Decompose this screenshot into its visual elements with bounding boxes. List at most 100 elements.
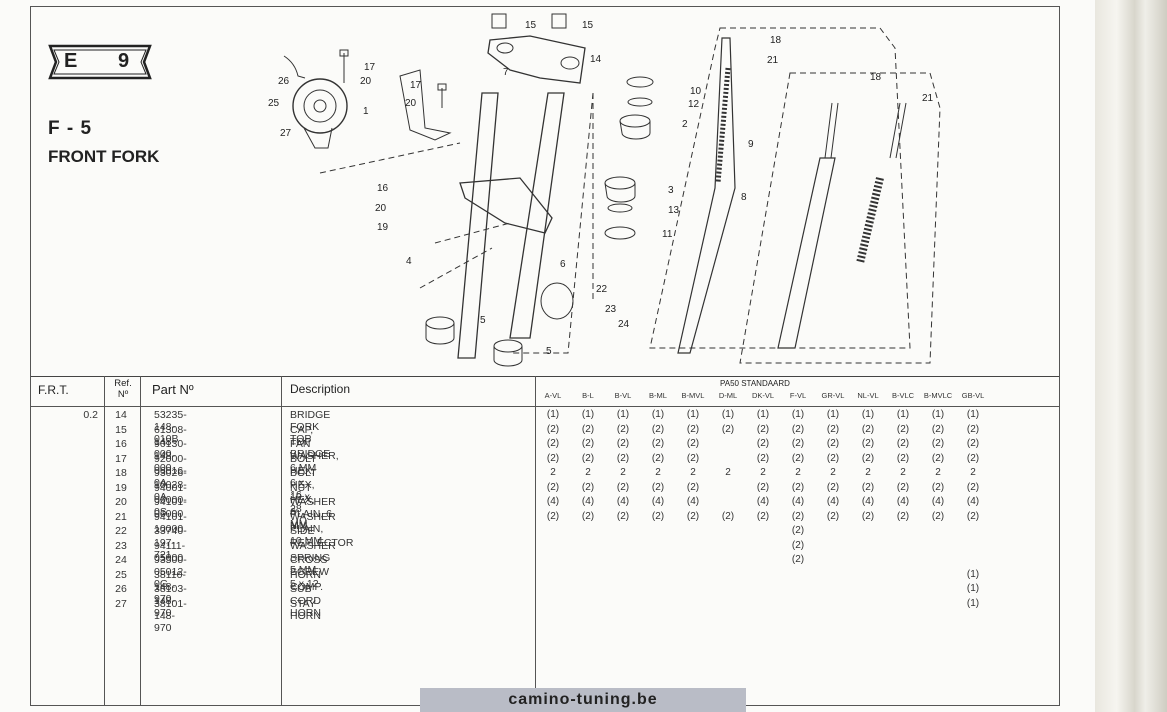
cell-qty: (2) bbox=[616, 423, 630, 435]
cell-qty: (2) bbox=[686, 510, 700, 522]
cell-qty: (1) bbox=[896, 409, 910, 420]
cell-qty: (2) bbox=[826, 481, 840, 493]
watermark: camino-tuning.be bbox=[420, 688, 746, 712]
cell-qty: (2) bbox=[756, 452, 770, 464]
cell-qty: (1) bbox=[966, 597, 980, 609]
cell-part: 38110-148-970 bbox=[154, 568, 186, 605]
cell-qty: (2) bbox=[966, 423, 980, 435]
cell-ref: 19 bbox=[115, 481, 127, 494]
cell-qty: (2) bbox=[826, 452, 840, 464]
cell-qty: (2) bbox=[791, 510, 805, 522]
svg-text:4: 4 bbox=[406, 256, 412, 267]
cell-qty: (2) bbox=[686, 438, 700, 449]
cell-ref: 24 bbox=[115, 554, 127, 566]
variant-header: NL-VL bbox=[857, 391, 879, 400]
cell-part: 38103-148-970 bbox=[154, 583, 187, 619]
cell-part: 93500-05012-0G bbox=[154, 554, 187, 590]
cell-ref: 26 bbox=[115, 583, 127, 595]
cell-qty: (2) bbox=[581, 423, 595, 435]
section-number: 9 bbox=[118, 50, 130, 72]
svg-text:22: 22 bbox=[596, 284, 608, 295]
cell-qty: 2 bbox=[585, 467, 591, 478]
cell-desc: SIDE REFLECTOR bbox=[290, 525, 354, 549]
svg-text:25: 25 bbox=[268, 98, 280, 109]
variant-header: B-VL bbox=[614, 391, 632, 400]
cell-qty: (4) bbox=[791, 496, 805, 507]
cell-ref: 22 bbox=[115, 525, 127, 537]
cell-qty: (2) bbox=[896, 481, 910, 493]
cell-part: 94101-10000 bbox=[154, 510, 187, 535]
header-part-no: Part Nº bbox=[152, 382, 194, 397]
variant-header: B-L bbox=[582, 391, 594, 400]
cell-qty: (2) bbox=[791, 539, 805, 551]
cell-part: 61308-148-000 bbox=[154, 423, 187, 460]
cell-desc: BOLT HEX, 10 x 28 bbox=[290, 467, 317, 515]
col-divider bbox=[104, 376, 105, 706]
cell-qty: (2) bbox=[896, 423, 910, 435]
cell-qty: (1) bbox=[651, 409, 665, 420]
cell-qty: 2 bbox=[970, 467, 976, 478]
cell-part: 53235-148-010B bbox=[154, 409, 187, 445]
svg-text:8: 8 bbox=[741, 192, 747, 203]
cell-qty: (1) bbox=[791, 409, 805, 420]
table-header-border bbox=[31, 406, 1059, 407]
cell-qty: (2) bbox=[896, 510, 910, 522]
variant-header: GB-VL bbox=[961, 391, 985, 400]
cell-ref: 20 bbox=[115, 496, 127, 508]
cell-qty: (2) bbox=[966, 481, 980, 493]
cell-qty: (2) bbox=[546, 510, 560, 522]
variant-header: B-MVLC bbox=[923, 391, 953, 400]
cell-qty: (2) bbox=[966, 510, 980, 522]
cell-qty: (2) bbox=[616, 481, 630, 493]
svg-text:19: 19 bbox=[377, 222, 389, 233]
variant-header: F-VL bbox=[789, 391, 807, 400]
cell-qty: (2) bbox=[861, 481, 875, 493]
cell-qty: (4) bbox=[826, 496, 840, 507]
front-fork-exploded-diagram: 15 15 14 17 20 26 25 27 17 20 1 7 10 12 … bbox=[268, 13, 941, 367]
svg-text:6: 6 bbox=[560, 259, 566, 270]
svg-text:5: 5 bbox=[480, 315, 486, 326]
col-divider bbox=[281, 376, 282, 706]
cell-qty: (4) bbox=[861, 496, 875, 507]
svg-text:16: 16 bbox=[377, 183, 389, 194]
cell-qty: (1) bbox=[756, 409, 770, 420]
cell-qty: 2 bbox=[620, 467, 626, 478]
cell-qty: (2) bbox=[756, 438, 770, 449]
col-divider bbox=[140, 376, 141, 706]
svg-text:5: 5 bbox=[546, 346, 552, 357]
variant-header: A-VL bbox=[544, 391, 562, 400]
cell-qty: (4) bbox=[546, 496, 560, 507]
cell-qty: (2) bbox=[861, 438, 875, 449]
cell-desc: SUB CORD HORN bbox=[290, 583, 321, 619]
cell-desc: CAP, TOP BRIDGE bbox=[290, 423, 331, 460]
cell-qty: (1) bbox=[966, 568, 980, 580]
cell-qty: (2) bbox=[686, 423, 700, 435]
cell-qty: (4) bbox=[581, 496, 595, 507]
section-code: F - 5 bbox=[48, 118, 93, 139]
svg-text:20: 20 bbox=[360, 76, 372, 87]
cell-part: 33740-197-721 bbox=[154, 525, 187, 561]
cell-ref: 23 bbox=[115, 539, 127, 552]
variant-header: B-ML bbox=[649, 391, 667, 400]
cell-desc: WASHER PLAIN, 10 MM bbox=[290, 510, 336, 547]
cell-qty: (1) bbox=[966, 583, 980, 594]
cell-desc: HORN COMP. bbox=[290, 568, 324, 593]
cell-qty: (2) bbox=[791, 438, 805, 449]
svg-text:24: 24 bbox=[618, 319, 630, 330]
svg-text:18: 18 bbox=[870, 72, 882, 83]
header-ref: Ref. Nº bbox=[114, 378, 132, 400]
svg-text:20: 20 bbox=[405, 98, 417, 109]
cell-qty: 2 bbox=[900, 467, 906, 478]
cell-ref: 16 bbox=[115, 438, 127, 450]
cell-qty: (2) bbox=[546, 481, 560, 493]
cell-ref: 15 bbox=[115, 423, 127, 436]
cell-qty: (4) bbox=[651, 496, 665, 507]
cell-qty: 2 bbox=[760, 467, 766, 478]
cell-qty: 2 bbox=[690, 467, 696, 478]
section-letter: E bbox=[64, 50, 78, 72]
cell-desc: CROSS SCREW 5 x 12 bbox=[290, 554, 330, 590]
cell-ref: 14 bbox=[115, 409, 127, 421]
cell-qty: (2) bbox=[616, 438, 630, 449]
cell-qty: (2) bbox=[931, 510, 945, 522]
cell-ref: 25 bbox=[115, 568, 127, 581]
